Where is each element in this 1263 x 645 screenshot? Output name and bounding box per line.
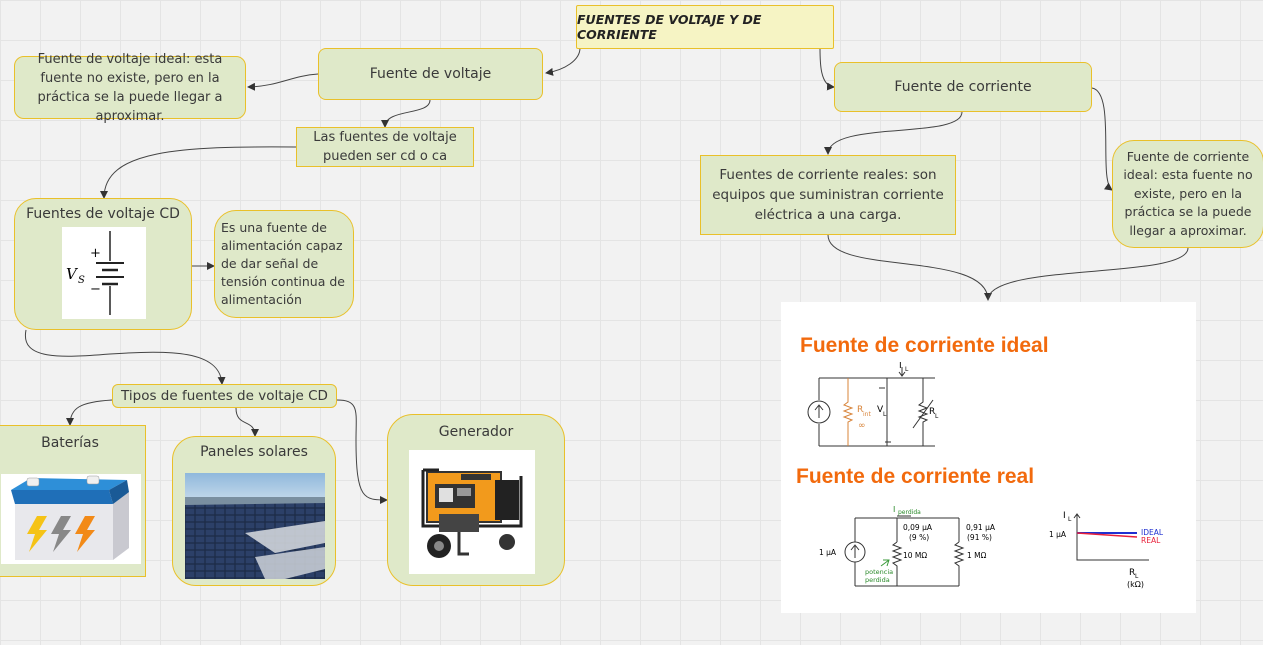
svg-text:(9 %): (9 %) bbox=[909, 533, 929, 542]
svg-text:R: R bbox=[929, 407, 935, 417]
battery-minus: − bbox=[90, 282, 101, 297]
node-generador[interactable]: Generador bbox=[387, 414, 565, 586]
node-corriente-reales[interactable]: Fuentes de corriente reales: son equipos… bbox=[700, 155, 956, 235]
node-voltaje-cd-label: Fuentes de voltaje CD bbox=[26, 206, 180, 222]
svg-text:potencia: potencia bbox=[865, 568, 893, 576]
svg-text:I: I bbox=[899, 362, 902, 371]
ideal-circuit-title: Fuente de corriente ideal bbox=[800, 334, 1049, 357]
link-tipos-paneles bbox=[235, 407, 259, 437]
battery-vs-label: V bbox=[66, 265, 79, 283]
node-voltaje-cd[interactable]: Fuentes de voltaje CD + − V S bbox=[14, 198, 192, 330]
svg-text:I: I bbox=[893, 505, 895, 514]
battery-vs-sub: S bbox=[78, 275, 85, 286]
node-corriente-ideal[interactable]: Fuente de corriente ideal: esta fuente n… bbox=[1112, 140, 1263, 248]
link-cd-tipos bbox=[24, 329, 226, 385]
current-source-circuits-image: Fuente de corriente ideal Fuente de corr… bbox=[781, 302, 1196, 613]
svg-text:I: I bbox=[1063, 511, 1066, 521]
node-voltaje-ideal[interactable]: Fuente de voltaje ideal: esta fuente no … bbox=[14, 52, 246, 124]
svg-text:L: L bbox=[883, 411, 887, 418]
generator-image bbox=[409, 450, 535, 574]
svg-text:perdida: perdida bbox=[865, 576, 890, 584]
node-paneles-label: Paneles solares bbox=[200, 444, 308, 460]
svg-text:R: R bbox=[857, 405, 863, 415]
map-title[interactable]: FUENTES DE VOLTAJE Y DE CORRIENTE bbox=[576, 5, 834, 49]
current-vs-load-graph: I L 1 μA IDEAL REAL R L (kΩ) bbox=[1049, 511, 1164, 589]
solar-panels-image bbox=[185, 473, 325, 579]
svg-text:REAL: REAL bbox=[1141, 536, 1161, 545]
svg-text:(91 %): (91 %) bbox=[967, 533, 992, 542]
node-baterias[interactable]: Baterías bbox=[0, 425, 146, 577]
svg-text:∞: ∞ bbox=[858, 421, 866, 431]
real-circuit-title: Fuente de corriente real bbox=[796, 465, 1035, 488]
svg-text:int: int bbox=[863, 411, 871, 418]
real-circuit-diagram: I perdida 1 μA 0,09 μA (9 %) 0,91 μA (91… bbox=[819, 505, 996, 587]
link-voltaje-cdca bbox=[381, 99, 431, 128]
svg-text:L: L bbox=[1068, 516, 1072, 523]
svg-text:IDEAL: IDEAL bbox=[1141, 528, 1164, 537]
node-fuente-voltaje[interactable]: Fuente de voltaje bbox=[318, 48, 543, 100]
svg-text:V: V bbox=[877, 405, 884, 415]
svg-text:L: L bbox=[905, 366, 909, 373]
node-tipos-cd[interactable]: Tipos de fuentes de voltaje CD bbox=[112, 384, 337, 408]
node-generador-label: Generador bbox=[438, 424, 514, 440]
link-ideal-panel bbox=[987, 247, 1189, 301]
link-corriente-reales bbox=[824, 111, 963, 155]
battery-plus: + bbox=[90, 246, 101, 261]
ideal-circuit-diagram: I L R int ∞ V L R L bbox=[807, 362, 939, 447]
svg-text:0,09 μA: 0,09 μA bbox=[903, 523, 933, 532]
link-reales-panel bbox=[827, 234, 992, 301]
link-title-voltaje bbox=[545, 47, 581, 76]
link-tipos-generador bbox=[336, 399, 388, 504]
svg-text:(kΩ): (kΩ) bbox=[1127, 580, 1144, 589]
svg-text:L: L bbox=[1135, 573, 1139, 580]
svg-text:1 μA: 1 μA bbox=[819, 548, 837, 557]
link-corriente-ideal bbox=[1091, 87, 1113, 191]
link-voltaje-ideal bbox=[247, 73, 319, 91]
svg-text:0,91 μA: 0,91 μA bbox=[966, 523, 996, 532]
link-cdca-cd bbox=[100, 146, 297, 199]
svg-text:10 MΩ: 10 MΩ bbox=[903, 551, 927, 560]
svg-text:L: L bbox=[935, 413, 939, 420]
link-tipos-baterias bbox=[66, 399, 113, 426]
svg-text:perdida: perdida bbox=[898, 509, 921, 516]
svg-text:1 μA: 1 μA bbox=[1049, 530, 1067, 539]
node-baterias-label: Baterías bbox=[41, 435, 99, 451]
svg-text:1 MΩ: 1 MΩ bbox=[967, 551, 987, 560]
node-cd-descripcion[interactable]: Es una fuente de alimentación capaz de d… bbox=[214, 210, 354, 318]
node-fuente-corriente[interactable]: Fuente de corriente bbox=[834, 62, 1092, 112]
battery-symbol-icon: + − V S bbox=[62, 227, 146, 319]
svg-text:R: R bbox=[1129, 568, 1135, 578]
node-cd-o-ca[interactable]: Las fuentes de voltaje pueden ser cd o c… bbox=[296, 127, 474, 167]
battery-image bbox=[1, 474, 141, 564]
node-paneles[interactable]: Paneles solares bbox=[172, 436, 336, 586]
link-title-corriente bbox=[819, 47, 835, 91]
